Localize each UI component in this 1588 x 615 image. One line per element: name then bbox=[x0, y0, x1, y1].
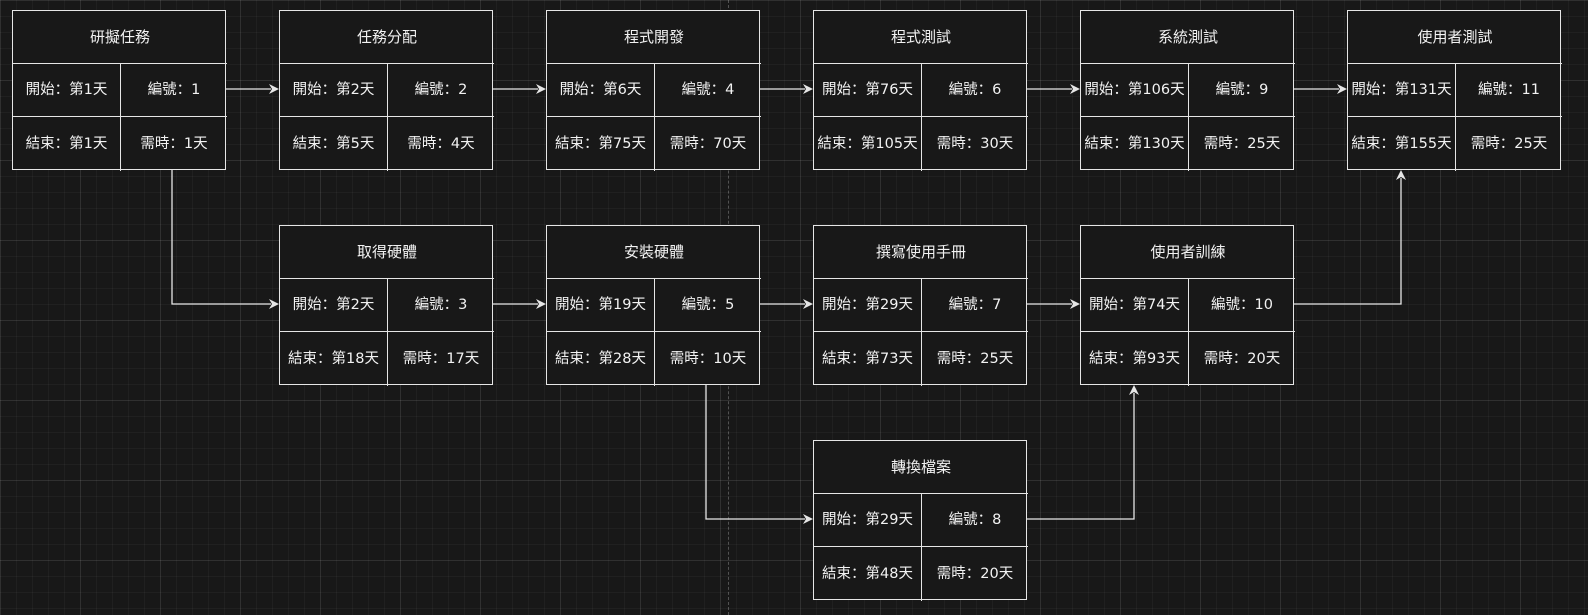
task-end: 結束：第105天 bbox=[814, 117, 922, 171]
task-duration: 需時：20天 bbox=[1203, 351, 1281, 367]
task-name: 研擬任務 bbox=[13, 11, 227, 64]
task-start: 開始：第29天 bbox=[814, 494, 922, 547]
task-end: 結束：第5天 bbox=[280, 117, 388, 171]
task-number: 編號：9 bbox=[1189, 64, 1295, 117]
task-end: 結束：第48天 bbox=[814, 547, 922, 601]
task-duration: 需時：25天 bbox=[936, 351, 1014, 367]
task-end: 結束：第75天 bbox=[547, 117, 655, 171]
task-name: 使用者訓練 bbox=[1081, 226, 1295, 279]
task-name: 使用者測試 bbox=[1348, 11, 1562, 64]
arrowhead bbox=[536, 84, 546, 94]
task-start: 開始：第6天 bbox=[547, 64, 655, 117]
task-duration: 需時：30天 bbox=[936, 136, 1014, 152]
dependency-line-t5-t8 bbox=[705, 385, 805, 520]
task-start: 開始：第2天 bbox=[280, 279, 388, 332]
task-end: 結束：第73天 bbox=[814, 332, 922, 386]
task-end: 結束：第130天 bbox=[1081, 117, 1189, 171]
task-number: 編號：4 bbox=[655, 64, 761, 117]
task-name: 程式開發 bbox=[547, 11, 761, 64]
arrowhead bbox=[803, 84, 813, 94]
task-number: 編號：3 bbox=[388, 279, 494, 332]
task-start: 開始：第19天 bbox=[547, 279, 655, 332]
task-duration: 需時：1天 bbox=[140, 136, 208, 152]
arrowhead bbox=[1129, 385, 1139, 395]
task-name: 撰寫使用手冊 bbox=[814, 226, 1028, 279]
task-number: 編號：11 bbox=[1456, 64, 1562, 117]
task-end: 結束：第1天 bbox=[13, 117, 121, 171]
task-end: 結束：第18天 bbox=[280, 332, 388, 386]
task-start: 開始：第106天 bbox=[1081, 64, 1189, 117]
task-name: 程式測試 bbox=[814, 11, 1028, 64]
task-duration: 需時：25天 bbox=[1203, 136, 1281, 152]
task-name: 轉換檔案 bbox=[814, 441, 1028, 494]
task-start: 開始：第131天 bbox=[1348, 64, 1456, 117]
arrowhead bbox=[1337, 84, 1347, 94]
task-number: 編號：5 bbox=[655, 279, 761, 332]
task-duration: 需時：17天 bbox=[402, 351, 480, 367]
task-end: 結束：第93天 bbox=[1081, 332, 1189, 386]
arrowhead bbox=[269, 84, 279, 94]
task-duration: 需時：70天 bbox=[669, 136, 747, 152]
task-number: 編號：7 bbox=[922, 279, 1028, 332]
task-number: 編號：10 bbox=[1189, 279, 1295, 332]
task-end: 結束：第155天 bbox=[1348, 117, 1456, 171]
task-name: 取得硬體 bbox=[280, 226, 494, 279]
arrowhead bbox=[803, 514, 813, 524]
task-name: 任務分配 bbox=[280, 11, 494, 64]
arrowhead bbox=[803, 299, 813, 309]
task-number: 編號：1 bbox=[121, 64, 227, 117]
task-duration: 需時：20天 bbox=[936, 566, 1014, 582]
task-number: 編號：6 bbox=[922, 64, 1028, 117]
task-start: 開始：第29天 bbox=[814, 279, 922, 332]
dependency-line-t1-t3 bbox=[171, 170, 271, 305]
arrowhead bbox=[536, 299, 546, 309]
task-number: 編號：2 bbox=[388, 64, 494, 117]
dependency-line-t10-t11 bbox=[1294, 178, 1402, 305]
task-duration: 需時：25天 bbox=[1470, 136, 1548, 152]
arrowhead bbox=[269, 299, 279, 309]
task-start: 開始：第76天 bbox=[814, 64, 922, 117]
arrowhead bbox=[1070, 84, 1080, 94]
task-duration: 需時：10天 bbox=[669, 351, 747, 367]
task-start: 開始：第1天 bbox=[13, 64, 121, 117]
task-duration: 需時：4天 bbox=[407, 136, 475, 152]
task-name: 系統測試 bbox=[1081, 11, 1295, 64]
task-start: 開始：第74天 bbox=[1081, 279, 1189, 332]
arrowhead bbox=[1070, 299, 1080, 309]
task-name: 安裝硬體 bbox=[547, 226, 761, 279]
arrowhead bbox=[1396, 170, 1406, 180]
task-number: 編號：8 bbox=[922, 494, 1028, 547]
dependency-line-t8-t10 bbox=[1027, 393, 1135, 520]
task-start: 開始：第2天 bbox=[280, 64, 388, 117]
task-end: 結束：第28天 bbox=[547, 332, 655, 386]
